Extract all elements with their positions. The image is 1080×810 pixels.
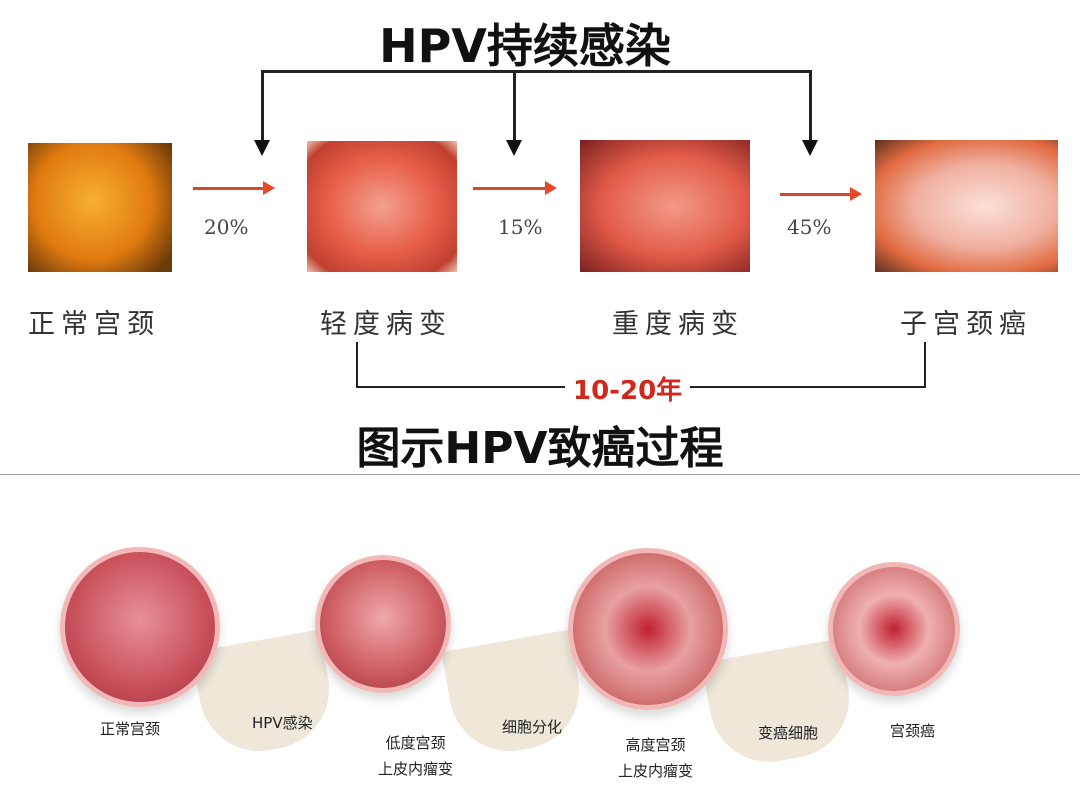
- illustration-normal-cervix: [60, 547, 220, 707]
- illustration-high-grade: [568, 548, 728, 710]
- photo-cervical-cancer: [875, 140, 1058, 272]
- illustration-label: 低度宫颈: [385, 734, 446, 752]
- bracket-leg: [261, 70, 264, 142]
- top-title: HPV持续感染: [379, 19, 671, 73]
- bracket-leg: [809, 70, 812, 142]
- stage-label: 重度病变: [612, 309, 744, 340]
- duration-bracket: [924, 342, 926, 388]
- illustration-cancer: [828, 562, 960, 696]
- section-title: 图示HPV致癌过程: [356, 423, 724, 474]
- photo-normal-cervix: [28, 143, 172, 272]
- divider: [0, 474, 1080, 475]
- duration-bracket: [356, 342, 358, 388]
- stage-label: 正常宫颈: [28, 309, 160, 340]
- stage-label: 子宫颈癌: [900, 309, 1032, 340]
- down-arrow-icon: [802, 140, 818, 156]
- bracket-leg: [513, 70, 516, 142]
- infection-bracket-line: [261, 70, 812, 73]
- illustration-label: 上皮内瘤变: [378, 760, 454, 778]
- rate-label: 45%: [787, 215, 832, 239]
- illustration-label: 正常宫颈: [100, 720, 161, 738]
- transition-label: HPV感染: [252, 714, 313, 732]
- progression-arrow-icon: [473, 181, 557, 195]
- photo-mild-lesion: [307, 141, 457, 272]
- photo-severe-lesion: [580, 140, 750, 272]
- rate-label: 15%: [498, 215, 543, 239]
- rate-label: 20%: [204, 215, 249, 239]
- progression-arrow-icon: [193, 181, 275, 195]
- duration-label: 10-20年: [565, 370, 691, 407]
- down-arrow-icon: [254, 140, 270, 156]
- stage-label: 轻度病变: [320, 309, 452, 340]
- illustration-label: 宫颈癌: [890, 722, 936, 740]
- illustration-low-grade: [315, 555, 451, 693]
- transition-band: [441, 629, 589, 761]
- transition-label: 变癌细胞: [758, 724, 819, 742]
- illustration-label: 上皮内瘤变: [618, 762, 694, 780]
- progression-arrow-icon: [780, 187, 862, 201]
- down-arrow-icon: [506, 140, 522, 156]
- transition-label: 细胞分化: [502, 718, 563, 736]
- illustration-label: 高度宫颈: [625, 736, 686, 754]
